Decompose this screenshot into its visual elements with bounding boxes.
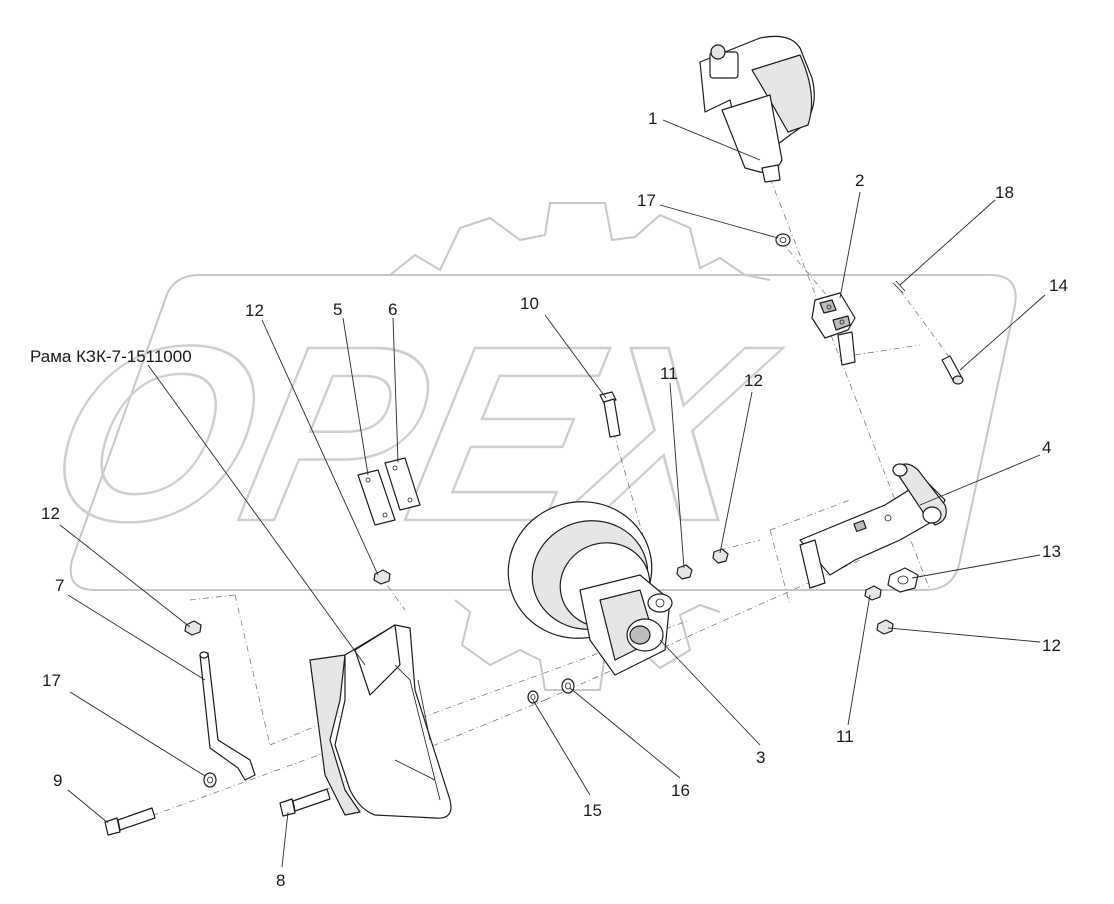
callout-12-b: 12 (744, 371, 763, 390)
callout-5: 5 (333, 300, 342, 319)
part-washers (203, 678, 575, 788)
callout-7: 7 (55, 576, 64, 595)
callout-3: 3 (756, 748, 765, 767)
part-rod (199, 651, 256, 781)
watermark: OPEX (27, 202, 1017, 691)
callout-8: 8 (276, 871, 285, 890)
part-pulley-gearbox (507, 501, 673, 676)
callout-11-b: 11 (836, 727, 854, 746)
part-lever (799, 463, 947, 589)
callout-6: 6 (388, 300, 397, 319)
callout-9: 9 (53, 771, 62, 790)
part-bolts (104, 788, 331, 836)
callout-4: 4 (1042, 438, 1051, 457)
callout-2: 2 (855, 171, 864, 190)
callout-12-c: 12 (41, 504, 60, 523)
part-nut-13 (887, 567, 919, 593)
part-frame-bracket (309, 624, 452, 819)
callout-16: 16 (671, 781, 690, 800)
callout-14: 14 (1049, 276, 1068, 295)
watermark-gear-outline (389, 202, 771, 691)
part-split-pin (892, 280, 906, 294)
callout-11-a: 11 (660, 364, 678, 383)
watermark-plate (69, 274, 1017, 591)
part-actuator (699, 35, 815, 183)
callout-17-a: 17 (637, 191, 656, 210)
callout-15: 15 (583, 801, 602, 820)
callout-13: 13 (1042, 542, 1061, 561)
callout-17-b: 17 (42, 671, 61, 690)
watermark-text: OPEX (28, 294, 795, 574)
leader-lines (59, 119, 1046, 868)
part-plates (357, 457, 421, 526)
part-pin (941, 355, 964, 385)
callout-12-d: 12 (1042, 636, 1061, 655)
callout-1: 1 (648, 109, 657, 128)
callout-10: 10 (520, 294, 539, 313)
callout-labels: 1 2 3 4 5 6 7 8 9 10 11 11 12 12 12 12 1… (30, 109, 1068, 890)
callout-18: 18 (995, 183, 1014, 202)
frame-label: Рама КЗК-7-1511000 (30, 347, 192, 366)
part-clevis (811, 292, 856, 366)
part-small-nuts (184, 548, 894, 636)
part-washer-17-top (775, 233, 791, 247)
callout-12-a: 12 (245, 301, 264, 320)
